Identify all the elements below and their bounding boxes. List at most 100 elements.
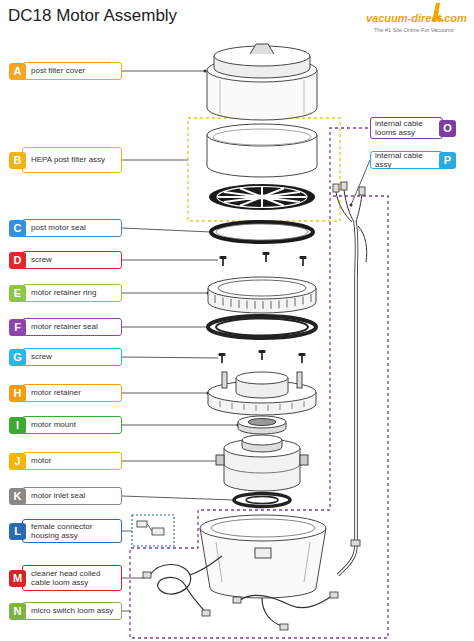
leader-line [122,327,208,328]
part-name: screw [22,251,122,269]
leader-lines [122,71,370,611]
leader-dot [350,204,353,207]
leader-line [122,293,208,294]
part-outline [208,277,316,299]
cable-wire [338,222,357,575]
logo-text: vacuum-direct.com [366,12,467,24]
screw-symbol [219,353,226,363]
part-outline [238,416,286,428]
part-detail [297,372,302,388]
callout-label: Dscrew [9,251,122,269]
part-detail [224,464,300,473]
callout-letter: L [9,523,26,540]
part-detail [213,129,311,145]
part-detail [216,455,224,465]
part-outline [200,515,326,541]
screw-symbol [263,252,270,262]
callout-label: Apost filter cover [9,62,122,80]
part-name: female connector housing assy [22,519,122,543]
part-outline [211,222,313,242]
part-detail [246,497,278,504]
part-name: motor mount [22,416,122,434]
connector-housing [137,521,164,535]
connector-symbol [233,597,241,603]
callout-letter: H [9,385,26,402]
leader-line [122,228,211,232]
part-name: post motor seal [22,219,122,237]
connector-symbol [359,187,365,195]
cable-wire [336,190,362,222]
part-outline [209,184,315,210]
part-detail [218,187,306,207]
part-outline [242,435,282,445]
callout-letter: C [9,220,26,237]
callout-label: Emotor retainer ring [9,284,122,302]
callout-letter: P [439,152,456,169]
cable-wire [240,595,332,607]
part-detail [216,542,310,582]
cable-wire [358,226,367,262]
callout-letter: J [9,453,26,470]
callout-label: Mcleaner head coiled cable loom assy [9,565,122,591]
cable-wire [338,222,357,575]
callout-letter: A [9,63,26,80]
part-outline [207,124,317,146]
part-detail [222,372,227,388]
connector-symbol [351,540,360,546]
leader-line [122,531,132,532]
part-outline [250,44,274,54]
connector-symbol [202,610,210,616]
part-outline [236,372,288,384]
part-detail [248,419,276,426]
leader-line [122,160,188,161]
motor-retainer-seal [208,316,316,338]
part-name: motor inlet seal [22,487,122,505]
leader-dot [204,70,207,73]
part-detail [220,80,304,114]
part-detail [216,224,308,240]
part-outline [208,316,316,338]
motor-housing [200,515,326,598]
part-name: motor retainer ring [22,284,122,302]
part-name: screw [22,348,122,366]
internal-cable [333,182,367,575]
callout-letter: D [9,252,26,269]
callout-letter: O [439,120,456,137]
motor [216,435,308,491]
part-name: micro switch loom assy [22,602,122,620]
callout-label: Cpost motor seal [9,219,122,237]
micro-switch-loom [233,592,338,630]
group-bracket [188,118,340,221]
connector-symbol [280,624,288,630]
part-name: HEPA post filter assy [22,147,122,173]
leader-line [351,160,370,205]
part-outline [137,521,147,527]
connector-symbol [341,182,347,190]
callout-letter: I [9,417,26,434]
part-name: motor retainer [22,384,122,402]
part-detail [147,524,152,531]
diagram-title: DC18 Motor Assembly [8,6,177,26]
group-bracket [130,128,388,638]
motor-mount [238,416,286,434]
connector-symbol [330,592,338,598]
screw-symbol [259,350,266,360]
screw-symbol [220,256,227,266]
part-outline [234,494,290,507]
part-name: motor [22,452,122,470]
part-name: internal cable assy [370,151,443,169]
leader-line [122,393,208,394]
leader-line [122,71,205,72]
motor-inlet-seal [234,494,290,507]
hepa-filter [207,124,317,177]
part-detail [216,319,308,336]
post-filter-cover [207,44,317,120]
motor-retainer [208,372,316,415]
callout-letter: E [9,285,26,302]
screw-symbol [299,353,306,363]
part-detail [220,401,304,411]
leader-line [122,578,145,579]
motor-retainer-ring [208,277,316,313]
cable-wire [190,556,222,575]
